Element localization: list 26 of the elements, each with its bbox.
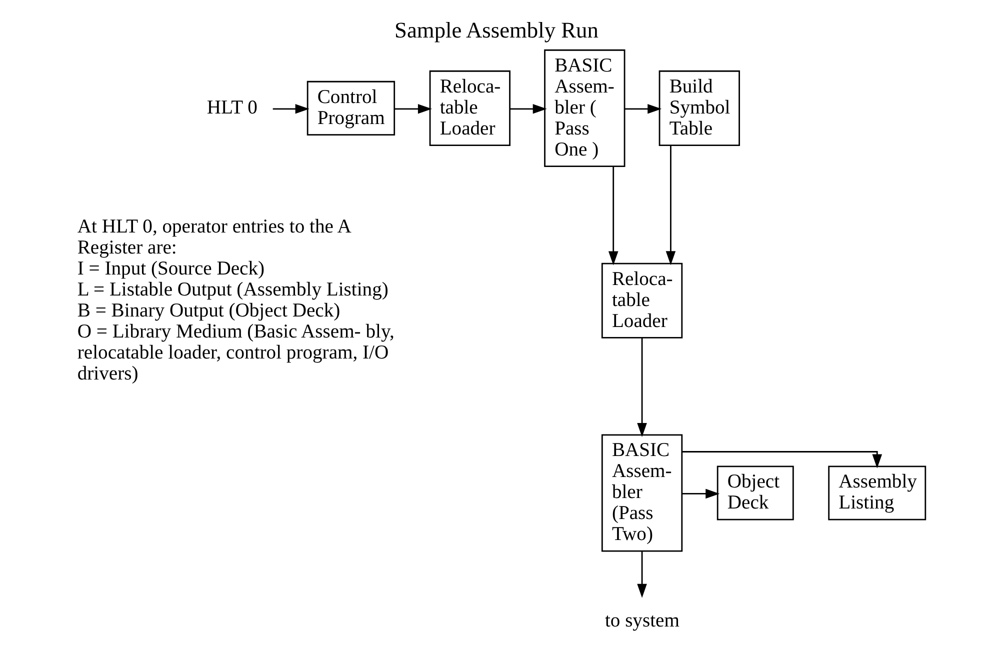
node-box: Control Program [306, 80, 395, 136]
arrow [665, 145, 676, 266]
label: L = Listable Output (Assembly Listing) [76, 279, 388, 300]
arrow [682, 451, 882, 468]
arrow [608, 166, 618, 266]
label: At HLT 0, operator entries to the A Register are: [76, 216, 351, 258]
arrow [636, 338, 646, 437]
arrow [636, 551, 646, 598]
node-box: Reloca- table Loader [600, 262, 682, 338]
node-text: HLT 0 [206, 97, 257, 118]
label: B = Binary Output (Object Deck) [76, 300, 340, 322]
label: I = Input (Source Deck) [76, 258, 264, 280]
diagram-title: Sample Assembly Run [394, 17, 598, 42]
arrow [624, 104, 662, 114]
arrow [272, 104, 309, 114]
arrow [682, 488, 720, 499]
node-box: BASIC Assem- bler (Pass Two) [600, 434, 682, 552]
node-box: Assembly Listing [828, 466, 926, 520]
node-box: Build Symbol Table [658, 70, 740, 146]
node-box: Reloca- table Loader [428, 70, 510, 146]
node-box: Object Deck [716, 466, 794, 520]
arrow [394, 104, 432, 114]
label: O = Library Medium (Basic Assem- bly, relocatable loader, control program, I/O drivers) [76, 321, 394, 384]
node-text: to system [604, 610, 679, 632]
arrow [510, 104, 546, 114]
node-box: BASIC Assem- bler ( Pass One ) [544, 49, 625, 167]
